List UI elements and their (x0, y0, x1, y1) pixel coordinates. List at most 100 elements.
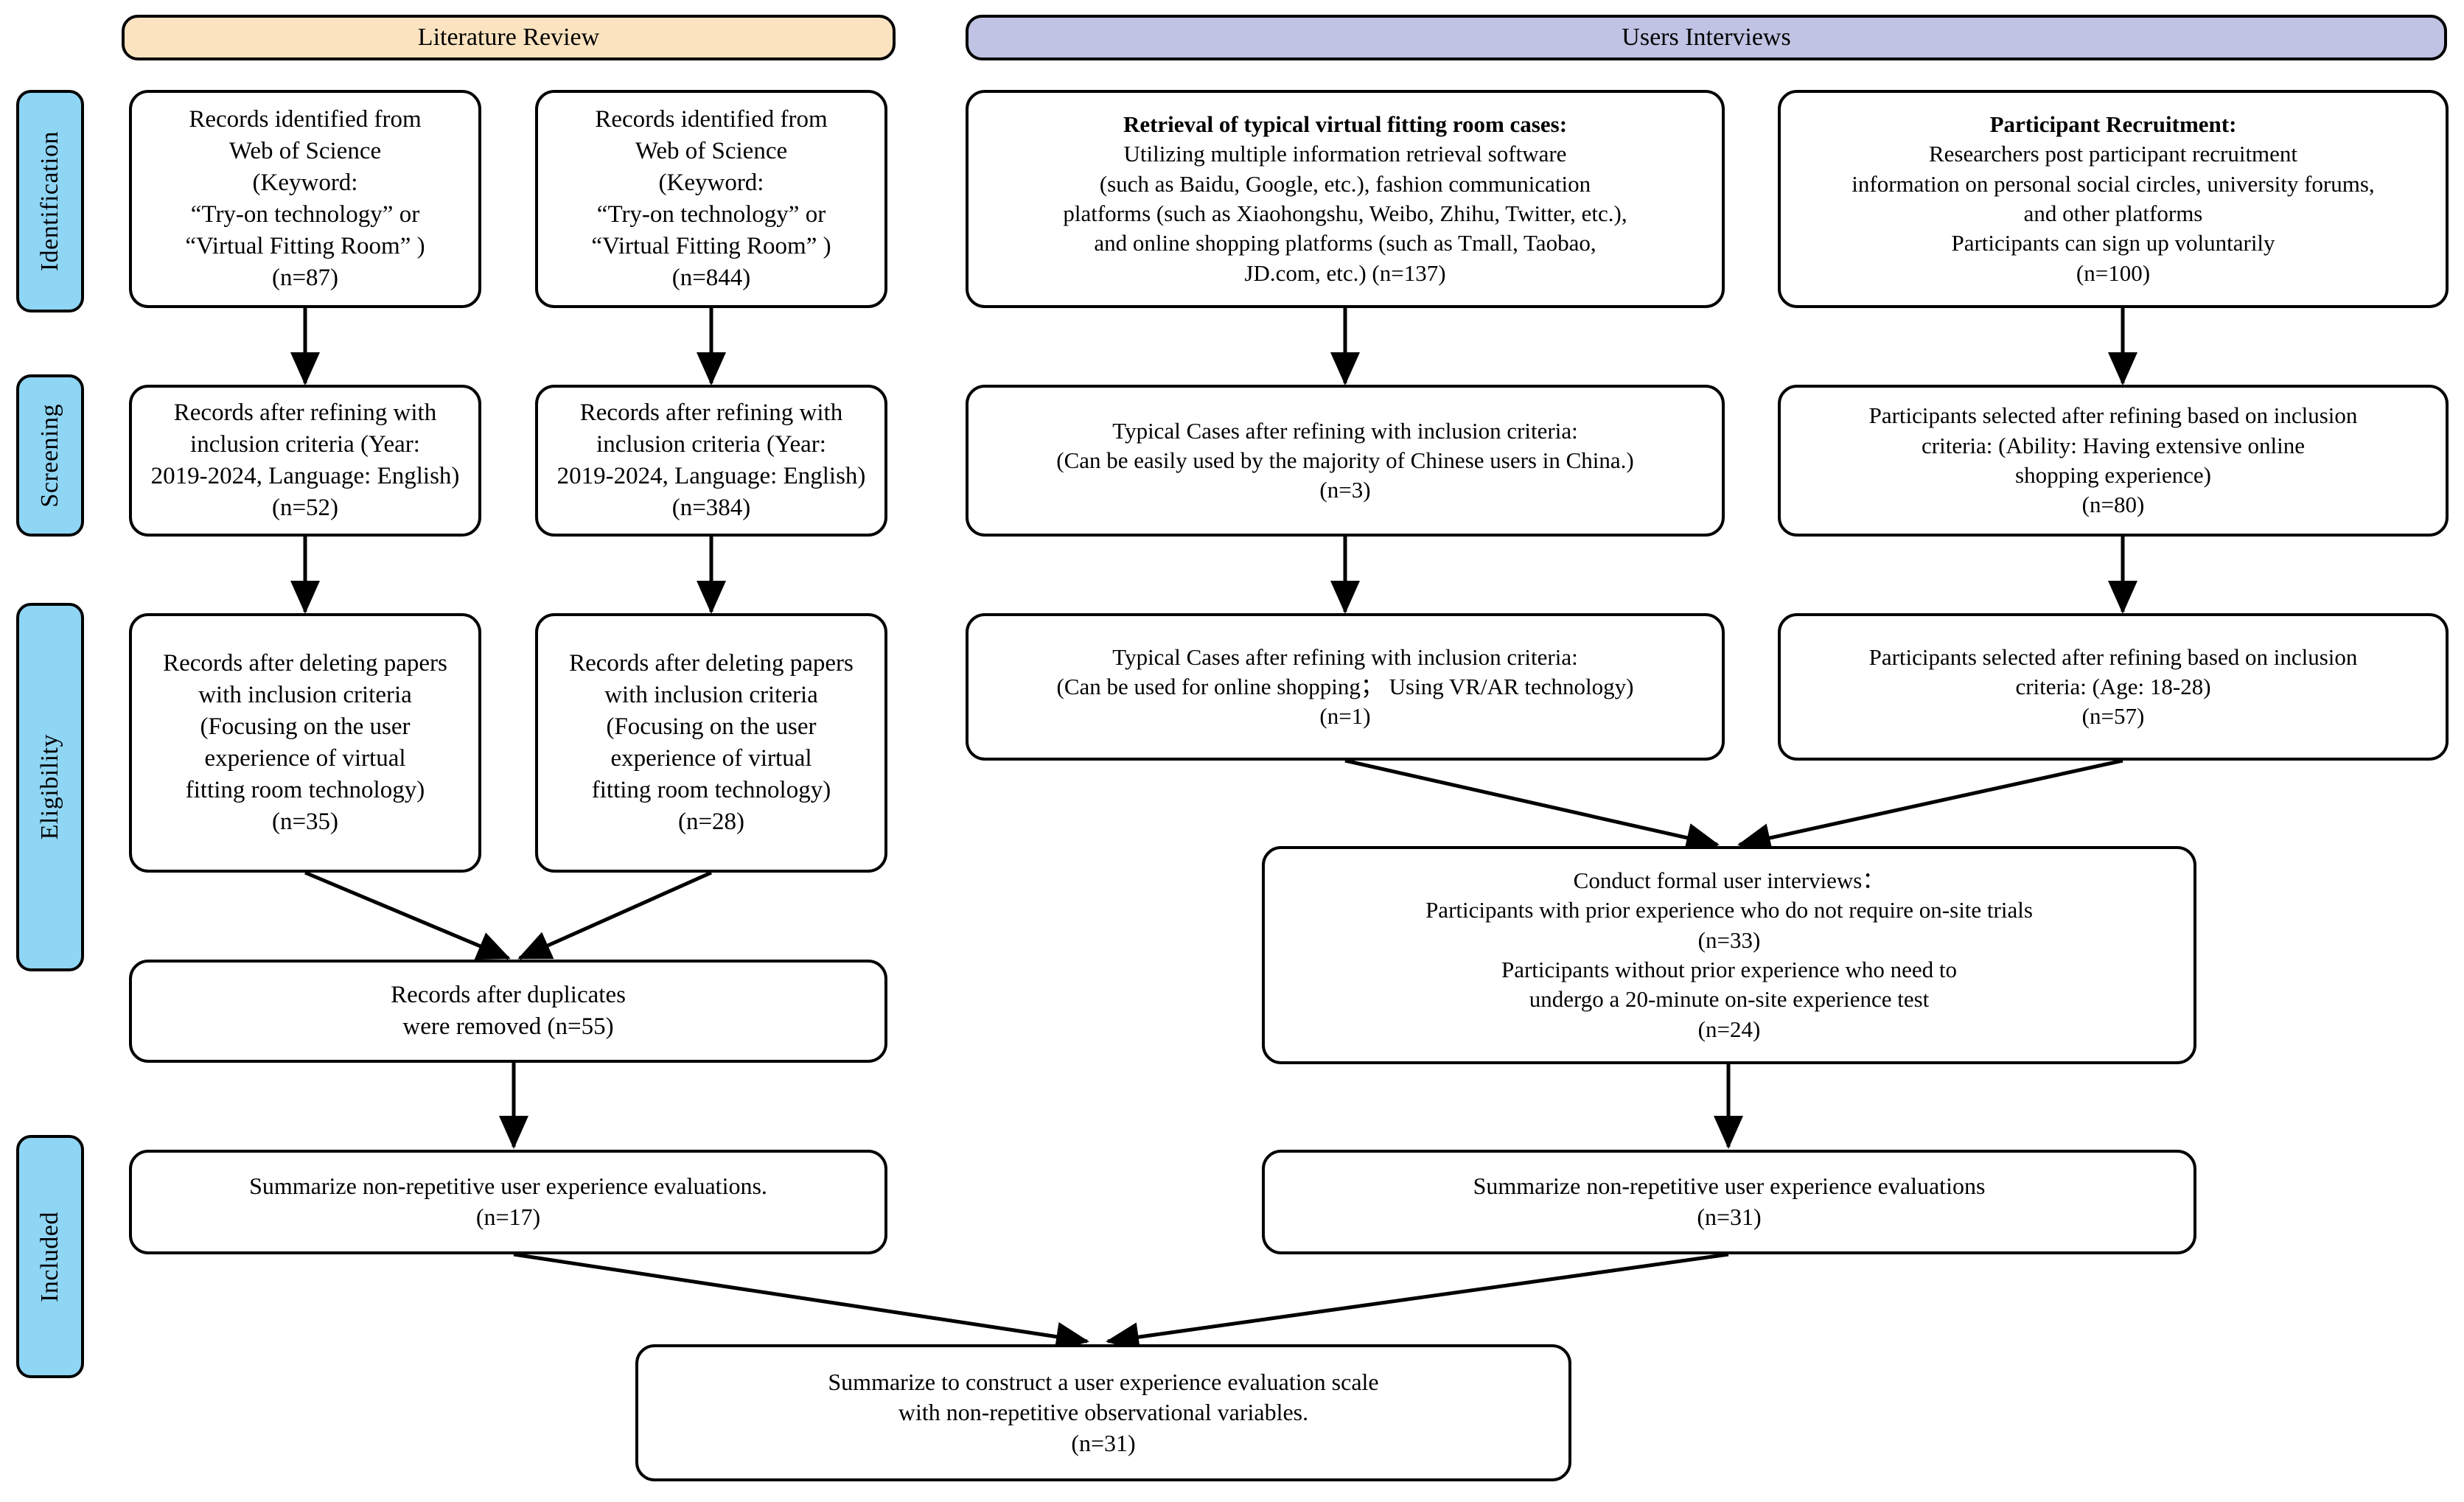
node-line: Summarize non-repetitive user experience… (249, 1173, 767, 1200)
node-line: with non-repetitive observational variab… (898, 1399, 1309, 1426)
edge-participants57-to-interviews (1737, 758, 2123, 853)
node-line: and other platforms (2023, 200, 2203, 226)
node-line: Participants with prior experience who d… (1425, 897, 2033, 923)
node-line: undergo a 20-minute on-site experience t… (1529, 986, 1930, 1013)
node-line: inclusion criteria (Year: (190, 431, 420, 458)
node-line: (Can be easily used by the majority of C… (1056, 447, 1634, 473)
node-participants-selected-80: Participants selected after refining bas… (1778, 385, 2449, 537)
node-count: (n=28) (677, 808, 745, 835)
edge-typical1-to-interviews (1344, 758, 1720, 853)
stage-label-screening-text: Screening (36, 403, 63, 508)
node-typical-cases-1: Typical Cases after refining with inclus… (966, 613, 1725, 761)
node-retrieval-typical-cases-137: Retrieval of typical virtual fitting roo… (966, 90, 1725, 308)
banner-users-interviews-label: Users Interviews (1622, 24, 1791, 51)
node-line: “Virtual Fitting Room” ) (591, 232, 831, 259)
node-line: information on personal social circles, … (1852, 170, 2375, 197)
node-line: platforms (such as Xiaohongshu, Weibo, Z… (1063, 200, 1627, 226)
node-count: (n=17) (475, 1204, 541, 1230)
node-line: Records after deleting papers (569, 650, 854, 677)
node-count: (n=31) (1697, 1204, 1762, 1230)
node-line: Records after refining with (579, 399, 843, 427)
node-line: 2019-2024, Language: English) (556, 463, 866, 489)
edge-deleted28-to-duplicates (517, 870, 713, 960)
node-line: Web of Science (228, 138, 382, 165)
node-line: Records identified from (595, 106, 828, 133)
node-count: (n=1) (1319, 703, 1371, 730)
node-count: (n=384) (671, 494, 751, 521)
node-line: Researchers post participant recruitment (1928, 141, 2298, 167)
node-line: Participants selected after refining bas… (1868, 643, 2358, 670)
node-line: (Focusing on the user (606, 713, 817, 741)
node-count: JD.com, etc.) (n=137) (1244, 259, 1446, 286)
node-typical-cases-3: Typical Cases after refining with inclus… (966, 385, 1725, 537)
node-count: (n=35) (271, 808, 339, 835)
node-line: experience of virtual (204, 745, 406, 772)
node-line: criteria: (Age: 18-28) (2015, 673, 2211, 699)
stage-label-identification: Identification (16, 90, 84, 312)
node-line: inclusion criteria (Year: (596, 431, 826, 458)
node-line: Web of Science (635, 138, 788, 165)
node-records-deleted-35: Records after deleting papers with inclu… (129, 613, 481, 873)
node-line: Records after deleting papers (163, 650, 447, 677)
node-line: “Try-on technology” or (596, 201, 826, 228)
stage-label-eligibility: Eligibility (16, 603, 84, 971)
node-line: 2019-2024, Language: English) (150, 463, 460, 489)
edge-summarize17-to-final (513, 1252, 1089, 1352)
node-count: were removed (n=55) (402, 1013, 614, 1040)
node-records-refined-52: Records after refining with inclusion cr… (129, 385, 481, 537)
node-count: (n=57) (2081, 703, 2145, 730)
node-line: experience of virtual (610, 745, 812, 772)
node-line: Utilizing multiple information retrieval… (1123, 141, 1567, 167)
node-summarize-evaluations-31: Summarize non-repetitive user experience… (1262, 1150, 2196, 1254)
node-line: with inclusion criteria (198, 682, 412, 709)
node-line: Records after refining with (173, 399, 437, 427)
node-line: (Keyword: (658, 170, 764, 197)
node-heading: Retrieval of typical virtual fitting roo… (1123, 111, 1568, 138)
node-records-after-duplicates-55: Records after duplicates were removed (n… (129, 960, 887, 1063)
node-line: Records after duplicates (391, 982, 626, 1009)
node-heading: Conduct formal user interviews： (1573, 867, 1885, 894)
node-line: “Try-on technology” or (190, 201, 420, 228)
node-count: (n=24) (1697, 1016, 1761, 1042)
node-line: criteria: (Ability: Having extensive onl… (1922, 432, 2305, 458)
stage-label-identification-text: Identification (36, 130, 63, 272)
stage-label-eligibility-text: Eligibility (36, 734, 63, 840)
node-records-deleted-28: Records after deleting papers with inclu… (535, 613, 887, 873)
node-line: (Can be used for online shopping； Using … (1056, 673, 1634, 699)
node-line: shopping experience) (2015, 462, 2211, 488)
stage-label-included: Included (16, 1135, 84, 1378)
node-participants-selected-57: Participants selected after refining bas… (1778, 613, 2449, 761)
edge-summarize31-to-final (1106, 1252, 1729, 1352)
node-count: (n=844) (671, 264, 751, 291)
node-line: Summarize non-repetitive user experience… (1473, 1173, 1986, 1200)
stage-label-included-text: Included (36, 1211, 63, 1302)
node-line: Typical Cases after refining with inclus… (1112, 643, 1578, 670)
edge-deleted35-to-duplicates (304, 870, 511, 960)
node-line: fitting room technology) (185, 776, 425, 803)
node-line: and online shopping platforms (such as T… (1094, 230, 1596, 256)
node-records-refined-384: Records after refining with inclusion cr… (535, 385, 887, 537)
node-line: fitting room technology) (591, 776, 831, 803)
node-heading: Participant Recruitment: (1989, 111, 2237, 138)
node-count: (n=80) (2081, 492, 2145, 518)
node-line: (Focusing on the user (200, 713, 411, 741)
stage-label-screening: Screening (16, 374, 84, 537)
node-count: (n=33) (1697, 926, 1761, 953)
node-count: (n=31) (1071, 1429, 1136, 1456)
banner-literature-review: Literature Review (122, 15, 896, 60)
node-final-evaluation-scale-31: Summarize to construct a user experience… (635, 1344, 1571, 1481)
node-count: (n=100) (2076, 259, 2151, 286)
node-line: Participants can sign up voluntarily (1951, 230, 2275, 256)
node-line: with inclusion criteria (604, 682, 818, 709)
banner-users-interviews: Users Interviews (966, 15, 2447, 60)
node-line: Participants selected after refining bas… (1868, 402, 2358, 429)
node-count: (n=87) (271, 264, 339, 291)
node-summarize-evaluations-17: Summarize non-repetitive user experience… (129, 1150, 887, 1254)
node-line: Typical Cases after refining with inclus… (1112, 417, 1578, 444)
node-line: (such as Baidu, Google, etc.), fashion c… (1099, 170, 1591, 197)
node-records-web-of-science-844: Records identified from Web of Science (… (535, 90, 887, 308)
node-conduct-formal-user-interviews: Conduct formal user interviews： Particip… (1262, 846, 2196, 1064)
node-participant-recruitment-100: Participant Recruitment: Researchers pos… (1778, 90, 2449, 308)
node-count: (n=3) (1319, 477, 1371, 503)
